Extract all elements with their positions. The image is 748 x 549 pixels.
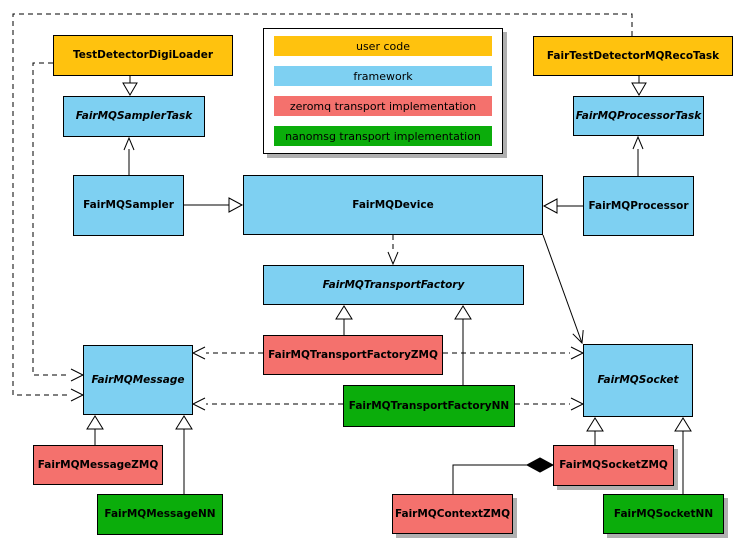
association-processor-processortask xyxy=(632,135,644,176)
legend-item-nanomsg: nanomsg transport implementation xyxy=(274,126,492,146)
inheritance-digiloader-samplertask xyxy=(122,76,138,96)
node-fairmq-socket: FairMQSocket xyxy=(583,344,693,417)
inheritance-messagenn-message xyxy=(175,415,193,494)
node-fairmq-message: FairMQMessage xyxy=(83,345,193,415)
node-fairmq-message-zmq: FairMQMessageZMQ xyxy=(33,445,163,485)
node-fairmq-processor-task: FairMQProcessorTask xyxy=(573,96,704,136)
node-fairmq-transport-factory-nn: FairMQTransportFactoryNN xyxy=(343,385,515,427)
inheritance-socketzmq-socket xyxy=(586,417,604,445)
node-fairmq-device: FairMQDevice xyxy=(243,175,543,235)
inheritance-messagezmq-message xyxy=(86,415,104,445)
inheritance-factoryzmq-factory xyxy=(335,305,353,335)
node-fairmq-message-nn: FairMQMessageNN xyxy=(97,494,223,535)
association-device-socket xyxy=(542,234,584,345)
node-fair-test-detector-mq-reco-task: FairTestDetectorMQRecoTask xyxy=(533,36,733,76)
legend-item-framework: framework xyxy=(274,66,492,86)
dependency-factoryzmq-socket xyxy=(443,346,585,360)
inheritance-sampler-device xyxy=(184,197,244,213)
legend-item-zeromq: zeromq transport implementation xyxy=(274,96,492,116)
node-fairmq-transport-factory: FairMQTransportFactory xyxy=(263,265,524,305)
node-fairmq-processor: FairMQProcessor xyxy=(583,176,694,236)
inheritance-factorynn-factory xyxy=(454,305,472,385)
node-fairmq-socket-zmq: FairMQSocketZMQ xyxy=(553,445,674,486)
legend: user code framework zeromq transport imp… xyxy=(263,28,503,154)
dependency-device-transportfactory xyxy=(387,235,399,266)
node-test-detector-digi-loader: TestDetectorDigiLoader xyxy=(53,35,233,76)
dependency-factoryzmq-message xyxy=(191,346,263,360)
dependency-factorynn-socket xyxy=(515,397,585,411)
inheritance-processor-device xyxy=(542,198,583,214)
association-sampler-samplertask xyxy=(123,136,135,175)
composition-contextzmq-socketzmq xyxy=(452,457,555,494)
dependency-factorynn-message xyxy=(191,397,343,411)
node-fairmq-socket-nn: FairMQSocketNN xyxy=(603,494,724,534)
node-fairmq-context-zmq: FairMQContextZMQ xyxy=(392,494,513,534)
legend-item-user-code: user code xyxy=(274,36,492,56)
node-fairmq-sampler: FairMQSampler xyxy=(73,175,184,236)
node-fairmq-transport-factory-zmq: FairMQTransportFactoryZMQ xyxy=(263,335,443,375)
inheritance-recotask-processortask xyxy=(631,76,647,96)
node-fairmq-sampler-task: FairMQSamplerTask xyxy=(63,96,205,137)
inheritance-socketnn-socket xyxy=(674,417,692,494)
